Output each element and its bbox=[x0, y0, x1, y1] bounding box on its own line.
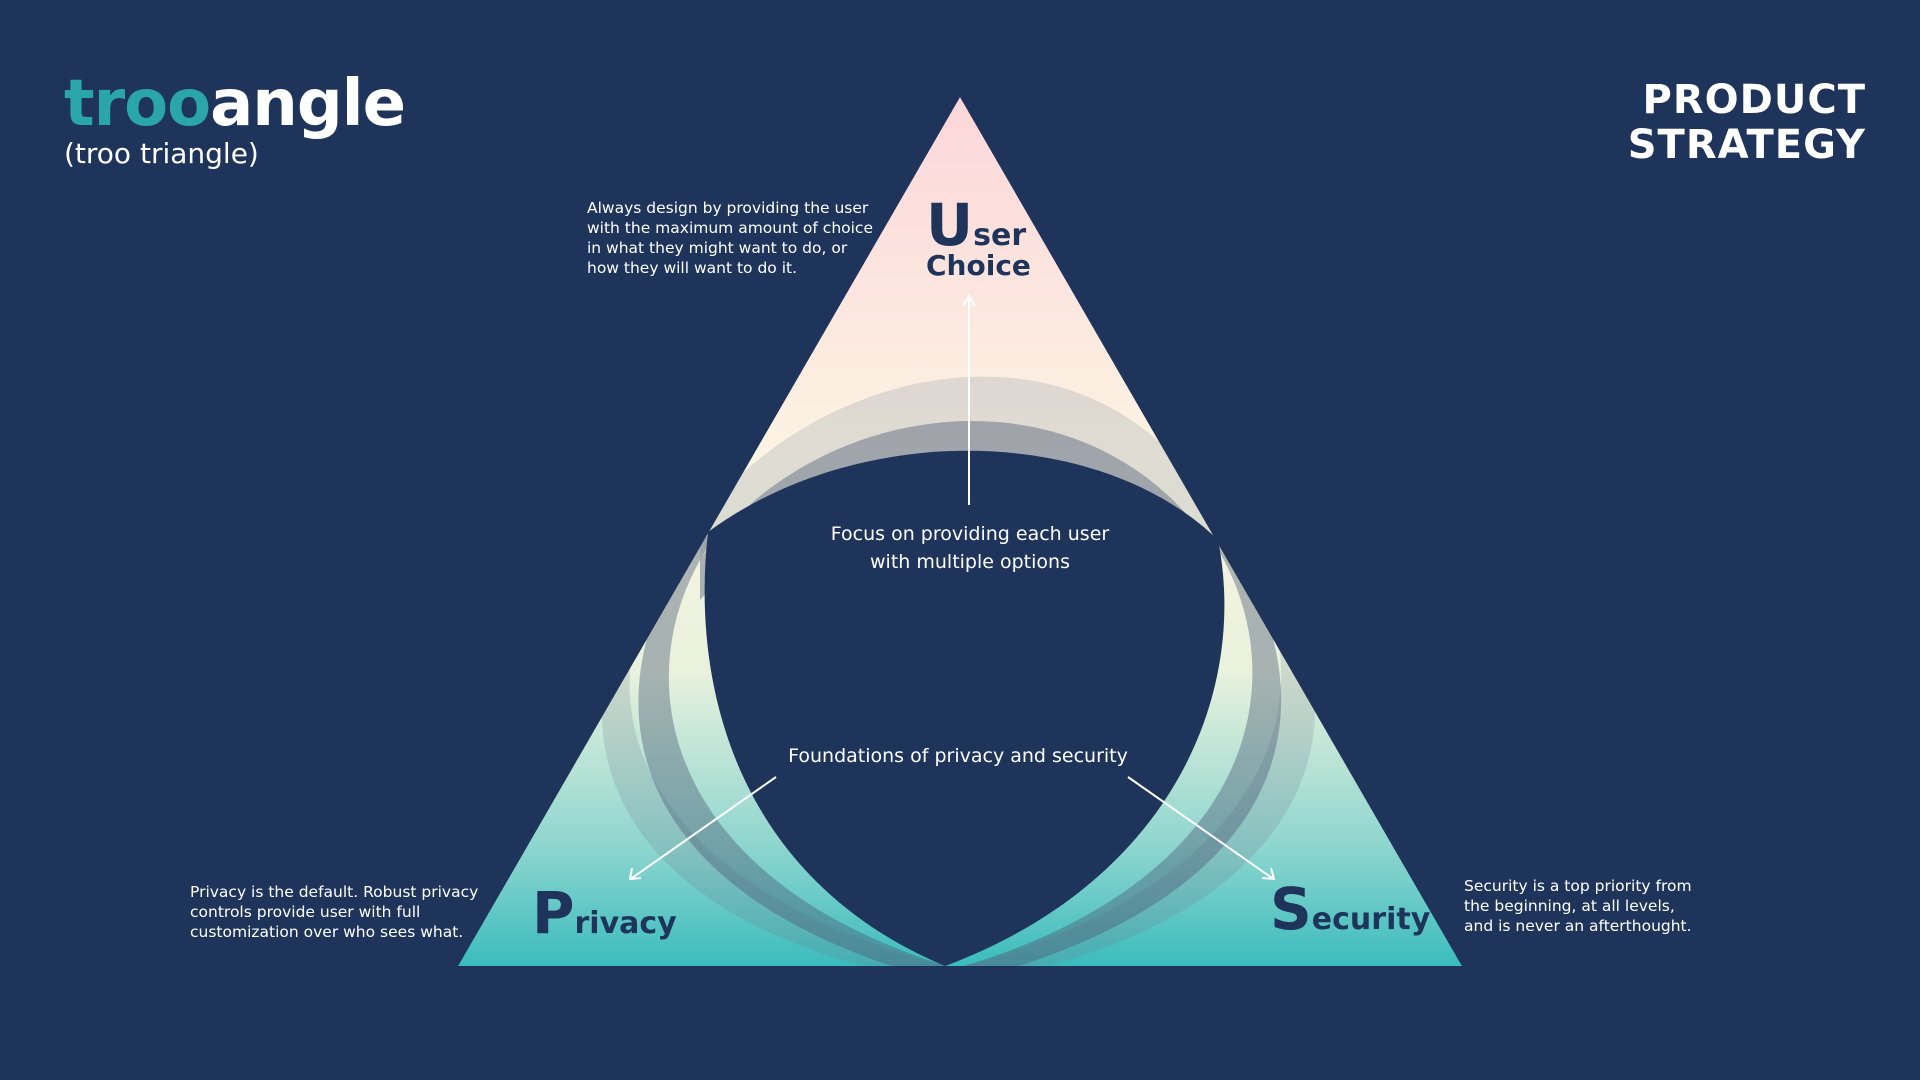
focus-label: Focus on providing each user with multip… bbox=[800, 520, 1140, 576]
band-top-inner bbox=[700, 421, 1220, 600]
user-choice-note: Always design by providing the user with… bbox=[587, 198, 873, 278]
privacy-note: Privacy is the default. Robust privacy c… bbox=[190, 882, 478, 942]
logo-accent-text: troo bbox=[64, 67, 211, 141]
user-rest: ser bbox=[973, 218, 1027, 253]
foundations-label: Foundations of privacy and security bbox=[760, 742, 1156, 770]
note-line: controls provide user with full bbox=[190, 903, 421, 921]
logo-wordmark: trooangle bbox=[64, 72, 406, 136]
note-line: the beginning, at all levels, bbox=[1464, 897, 1675, 915]
logo-main-text: angle bbox=[210, 67, 406, 141]
note-line: how they will want to do it. bbox=[587, 259, 798, 277]
note-line: Always design by providing the user bbox=[587, 199, 869, 217]
band-right-outer bbox=[950, 520, 1316, 966]
note-line: Privacy is the default. Robust privacy bbox=[190, 883, 479, 901]
choice-word: Choice bbox=[926, 249, 1031, 282]
arrow-up-user-choice bbox=[962, 294, 976, 505]
security-initial: S bbox=[1270, 875, 1312, 943]
page-title-line-2: STRATEGY bbox=[1627, 121, 1866, 168]
corner-label-user-choice: User Choice bbox=[926, 196, 1031, 282]
privacy-rest: rivacy bbox=[574, 906, 677, 941]
security-note: Security is a top priority from the begi… bbox=[1464, 876, 1692, 936]
band-right-inner bbox=[950, 530, 1282, 966]
band-left-outer bbox=[602, 520, 960, 966]
logo: trooangle (troo triangle) bbox=[64, 72, 406, 170]
note-line: Security is a top priority from bbox=[1464, 877, 1692, 895]
note-line: in what they might want to do, or bbox=[587, 239, 848, 257]
corner-label-privacy: Privacy bbox=[532, 884, 677, 942]
focus-label-line-1: Focus on providing each user bbox=[830, 523, 1110, 545]
arrow-down-security bbox=[1127, 776, 1276, 881]
security-rest: ecurity bbox=[1311, 902, 1431, 937]
note-line: with the maximum amount of choice bbox=[587, 219, 873, 237]
band-left-inner bbox=[638, 530, 960, 966]
focus-label-line-2: with multiple options bbox=[870, 551, 1070, 573]
page-title: PRODUCT STRATEGY bbox=[1628, 78, 1866, 168]
foundations-label-text: Foundations of privacy and security bbox=[788, 745, 1128, 767]
band-top-outer bbox=[700, 376, 1220, 560]
note-line: customization over who sees what. bbox=[190, 923, 464, 941]
privacy-initial: P bbox=[532, 879, 575, 947]
logo-subtitle: (troo triangle) bbox=[64, 137, 259, 170]
user-initial: U bbox=[926, 191, 974, 259]
note-line: and is never an afterthought. bbox=[1464, 917, 1692, 935]
arrow-down-privacy bbox=[628, 776, 777, 881]
page-title-line-1: PRODUCT bbox=[1642, 77, 1866, 123]
corner-label-security: Security bbox=[1270, 880, 1430, 938]
center-lens bbox=[704, 450, 1225, 966]
